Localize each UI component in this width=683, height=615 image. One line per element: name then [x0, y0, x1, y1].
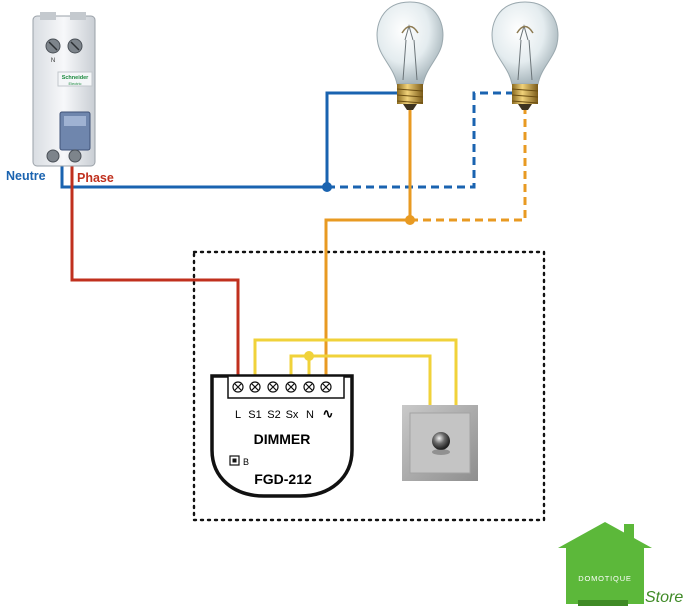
- breaker-n-label: N: [51, 58, 55, 64]
- module-title: DIMMER: [254, 431, 311, 447]
- terminal-label-out: ∿: [323, 406, 334, 421]
- terminal-label-n: N: [306, 409, 314, 421]
- phase-wire: [70, 165, 240, 380]
- dimmer-module: L S1 S2 Sx N ∿ DIMMER B FGD-212: [210, 374, 354, 498]
- terminal-screw-s2: [267, 381, 279, 393]
- neutral-junction: [322, 182, 332, 192]
- push-button-switch[interactable]: [402, 405, 478, 481]
- b-button-label: B: [243, 457, 249, 467]
- light-bulb-1: [376, 1, 444, 110]
- terminal-label-l: L: [235, 409, 241, 421]
- terminal-screw-out: [320, 381, 332, 393]
- terminal-screw-l: [232, 381, 244, 393]
- circuit-breaker: N Schneider Electric: [32, 12, 96, 167]
- neutral-wire-solid: [60, 91, 410, 189]
- logo-text-top: DOMOTIQUE: [578, 574, 631, 583]
- phase-label: Phase: [77, 171, 114, 185]
- load-wires: [324, 108, 527, 380]
- terminal-label-s2: S2: [267, 409, 280, 421]
- domotique-store-logo: DOMOTIQUE Store: [558, 522, 683, 606]
- load-wire-solid: [324, 108, 412, 380]
- neutral-wires: [60, 91, 527, 189]
- load-wire-dashed: [410, 108, 527, 222]
- module-model: FGD-212: [254, 471, 312, 487]
- terminal-label-sx: Sx: [286, 409, 299, 421]
- terminal-screw-s1: [249, 381, 261, 393]
- breaker-brand-label: Schneider: [62, 75, 89, 81]
- terminal-screw-sx: [285, 381, 297, 393]
- breaker-sub-label: Electric: [68, 81, 81, 86]
- logo-text-bottom: Store: [645, 589, 683, 606]
- light-bulb-2: [491, 1, 559, 110]
- terminal-screw-n: [303, 381, 315, 393]
- wall-box-outline: [192, 250, 546, 522]
- terminal-label-s1: S1: [248, 409, 261, 421]
- switch-wire-s1: [253, 338, 458, 405]
- neutral-label: Neutre: [6, 169, 46, 183]
- terminal-screws: [232, 381, 332, 393]
- switch-wire-sx: [289, 354, 432, 405]
- load-junction: [405, 215, 415, 225]
- switch-junction: [304, 351, 314, 361]
- switch-knob[interactable]: [432, 432, 450, 450]
- neutral-wire-dashed: [327, 91, 527, 189]
